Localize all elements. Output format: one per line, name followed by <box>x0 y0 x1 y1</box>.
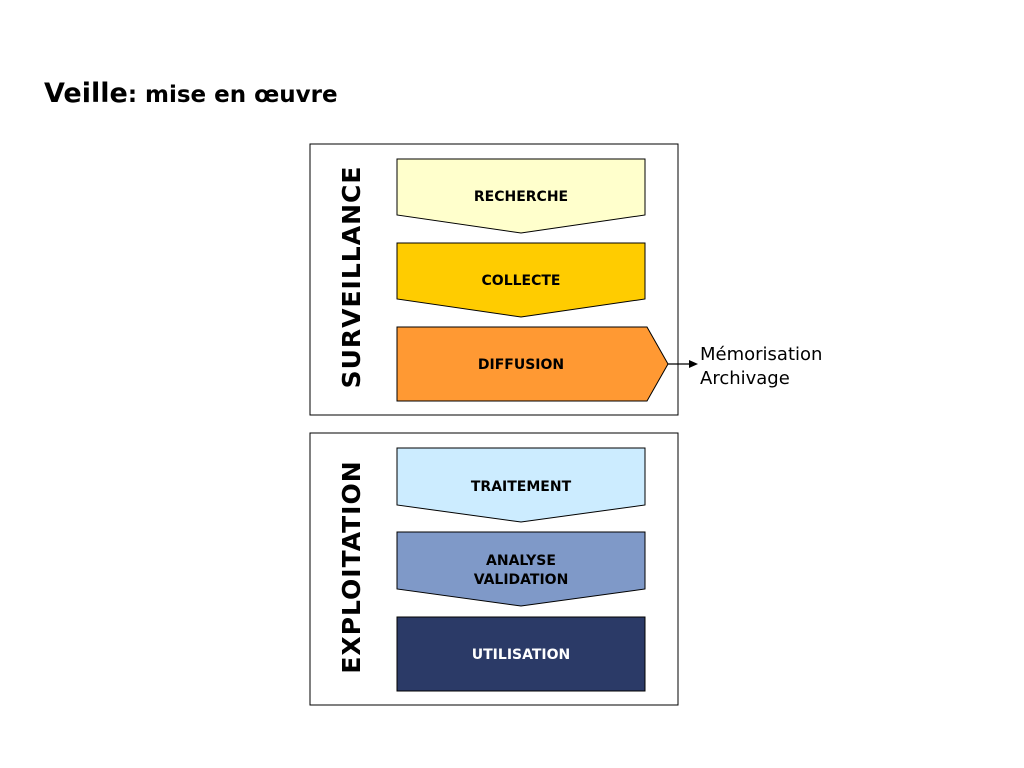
step-diffusion-label: DIFFUSION <box>478 357 564 373</box>
surveillance-label: SURVEILLANCE <box>337 166 366 389</box>
step-diffusion-shape <box>396 326 669 402</box>
step-traitement: TRAITEMENT <box>396 447 646 523</box>
step-traitement-label: TRAITEMENT <box>471 479 572 495</box>
step-collecte-label: COLLECTE <box>482 273 561 289</box>
step-diffusion: DIFFUSION <box>396 326 669 402</box>
exploitation-label: EXPLOITATION <box>337 460 366 673</box>
step-utilisation-label: UTILISATION <box>472 647 570 663</box>
title-sub: : mise en œuvre <box>127 82 338 108</box>
memorisation-note: Mémorisation Archivage <box>700 343 822 391</box>
archivage-text: Archivage <box>700 368 790 389</box>
step-traitement-shape <box>396 447 646 523</box>
step-analyse-validation-shape <box>396 531 646 607</box>
memorisation-text: Mémorisation <box>700 344 823 365</box>
step-analyse-label: ANALYSE <box>486 553 556 569</box>
step-utilisation: UTILISATION <box>396 616 646 692</box>
step-utilisation-shape <box>396 616 646 692</box>
step-recherche: RECHERCHE <box>396 158 646 234</box>
title-main: Veille <box>44 78 128 109</box>
step-analyse-validation: ANALYSE VALIDATION <box>396 531 646 607</box>
memorisation-arrowhead <box>689 360 698 368</box>
step-collecte-shape <box>396 242 646 318</box>
slide-title: Veille: mise en œuvre <box>44 78 338 109</box>
step-collecte: COLLECTE <box>396 242 646 318</box>
step-recherche-shape <box>396 158 646 234</box>
step-recherche-label: RECHERCHE <box>474 189 568 205</box>
step-validation-label: VALIDATION <box>474 572 569 588</box>
